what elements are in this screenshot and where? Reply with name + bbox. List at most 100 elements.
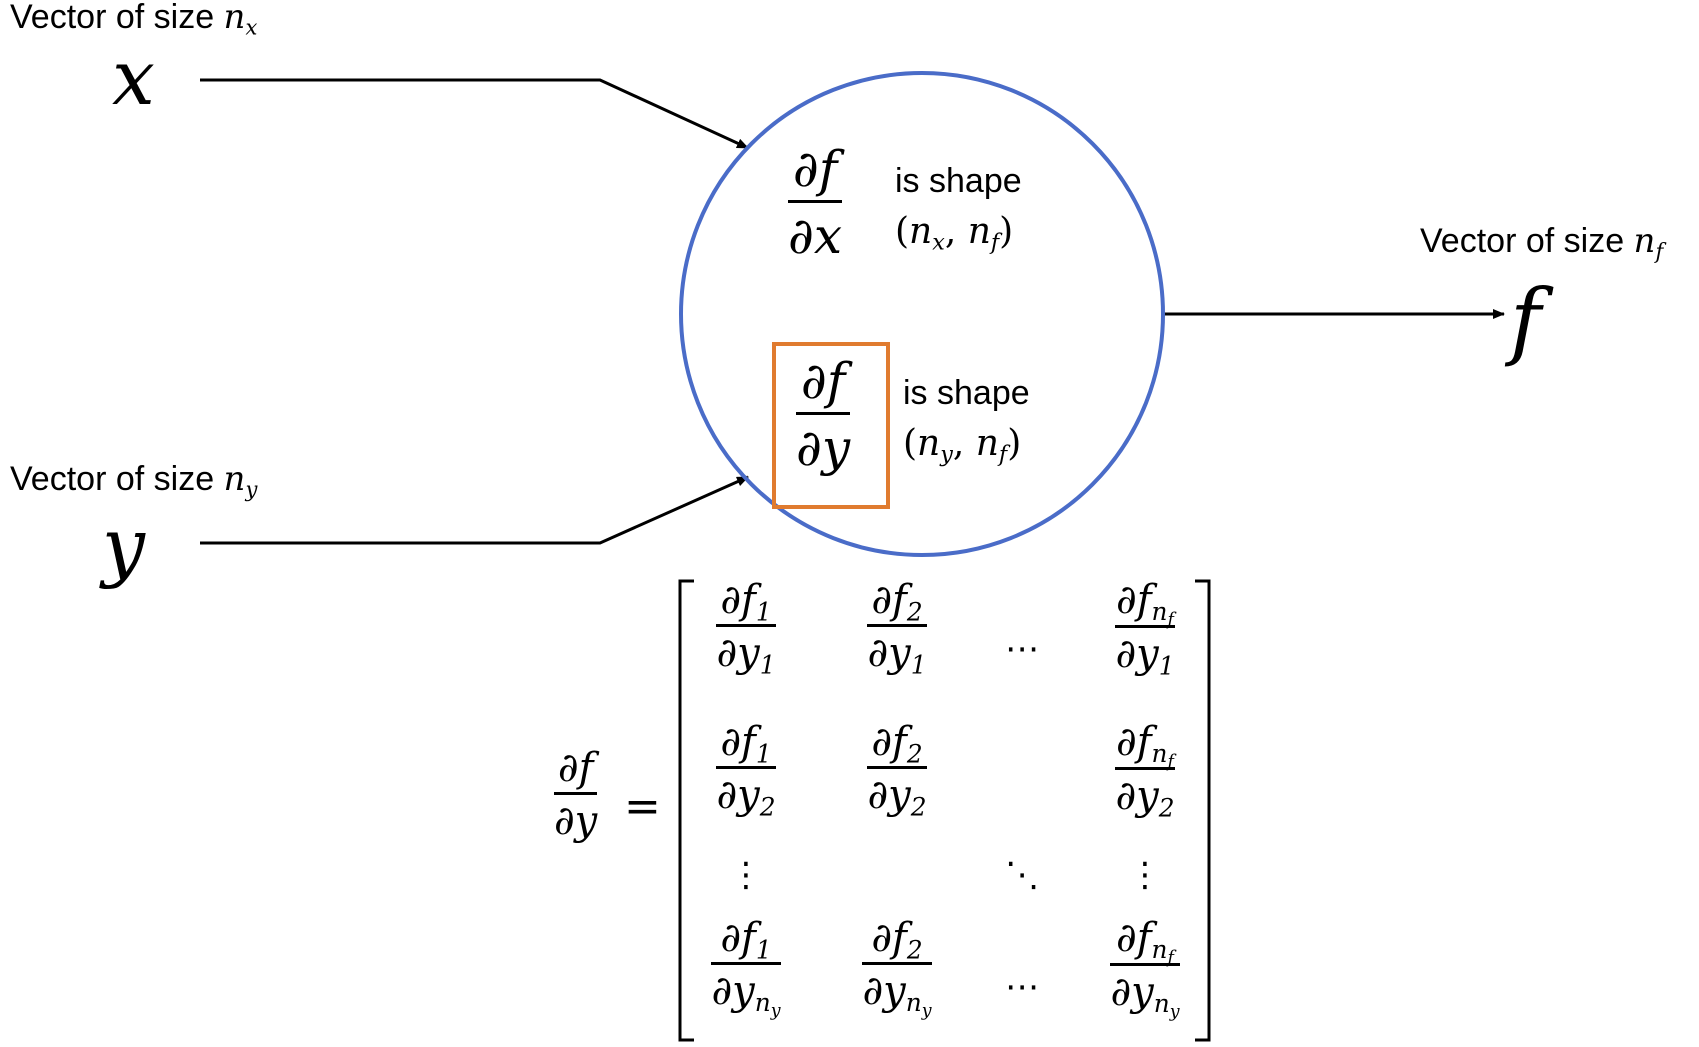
jacobian-cell-2-1: ∂f1∂y2: [716, 719, 776, 822]
dfdy-fraction: ∂f ∂y: [796, 352, 851, 477]
jacobian-cell-denominator: ∂y2: [716, 772, 776, 822]
jacobian-den-subscript: 1: [759, 650, 776, 680]
jacobian-lhs-denominator: ∂y: [554, 798, 598, 844]
dfdx-n2: n: [967, 211, 991, 252]
jacobian-cell-numerator: ∂f1: [720, 915, 772, 965]
jacobian-cell-denominator: ∂yny: [711, 968, 781, 1022]
dfdx-denominator: ∂x: [788, 207, 843, 265]
jacobian-den-subscript: ny: [1153, 989, 1180, 1023]
jacobian-num-subscript: 2: [906, 597, 923, 627]
jacobian-cell-numerator: ∂fnf: [1116, 915, 1174, 969]
jacobian-num-subscript: 1: [755, 597, 772, 627]
jacobian-cell-denominator: ∂yny: [862, 968, 932, 1022]
dfdy-n1: n: [917, 423, 941, 464]
jacobian-cell-1-3: ∂fnf∂y1: [1115, 577, 1175, 681]
jacobian-cell-denominator: ∂y1: [1115, 630, 1175, 681]
jacobian-cell-bar: [1115, 624, 1175, 628]
jacobian-cell-bar: [867, 766, 927, 769]
vdots-col-n: ⋮: [1128, 855, 1162, 895]
jacobian-cell-denominator: ∂y1: [716, 630, 776, 680]
jacobian-cell-numerator: ∂f1: [720, 577, 772, 627]
matrix-left-bracket: [678, 579, 694, 1042]
hdots-row-1: ⋯: [1005, 629, 1039, 669]
jacobian-num-subsubscript: f: [1167, 752, 1174, 773]
x-size-symbol: n: [223, 0, 246, 37]
jacobian-cell-3-2: ∂f2∂yny: [862, 915, 932, 1022]
hdots-row-n: ⋯: [1005, 967, 1039, 1007]
matrix-right-bracket: [1195, 579, 1211, 1042]
dfdx-fraction: ∂f ∂x: [788, 140, 843, 265]
jacobian-cell-bar: [716, 624, 776, 627]
jacobian-cell-bar: [862, 962, 932, 965]
jacobian-den-subscript: 2: [759, 792, 776, 822]
jacobian-cell-numerator: ∂fnf: [1116, 577, 1174, 631]
jacobian-cell-denominator: ∂y2: [1115, 772, 1175, 823]
jacobian-cell-bar: [711, 962, 781, 965]
dfdy-shape-tuple: (ny, nf): [903, 423, 1022, 466]
jacobian-cell-numerator: ∂f1: [720, 719, 772, 769]
jacobian-cell-3-1: ∂f1∂yny: [711, 915, 781, 1022]
jacobian-cell-denominator: ∂y2: [867, 772, 927, 822]
jacobian-cell-numerator: ∂f2: [871, 915, 923, 965]
jacobian-den-subscript: 2: [1158, 793, 1175, 823]
jacobian-cell-numerator: ∂f2: [871, 577, 923, 627]
x-size-text: Vector of size: [10, 0, 224, 36]
dfdx-s1: x: [932, 229, 945, 256]
dfdx-paren-close: ): [999, 211, 1014, 252]
dfdy-numerator: ∂f: [800, 352, 846, 410]
f-size-subscript: f: [1655, 238, 1664, 264]
dfdx-paren-open: (: [895, 211, 910, 252]
jacobian-den-subscript: 2: [910, 792, 927, 822]
jacobian-num-subscript: 1: [755, 739, 772, 769]
jacobian-num-subsubscript: f: [1167, 610, 1174, 631]
dfdx-shape-tuple: (nx, nf): [895, 211, 1014, 254]
dfdy-comma: ,: [952, 423, 976, 464]
dfdx-shape-text: is shape: [895, 162, 1022, 200]
jacobian-num-subscript: 1: [755, 935, 772, 965]
vdots-col-1: ⋮: [729, 855, 763, 895]
f-size-label: Vector of size nf: [1420, 221, 1663, 261]
x-variable: x: [112, 33, 155, 122]
x-input-arrow: [200, 78, 749, 150]
jacobian-lhs-bar: [554, 792, 598, 795]
jacobian-cell-3-3: ∂fnf∂yny: [1110, 915, 1180, 1023]
dfdy-shape-text: is shape: [903, 374, 1030, 412]
jacobian-den-subsubscript: y: [770, 1001, 781, 1022]
dfdy-paren-close: ): [1007, 423, 1022, 464]
jacobian-cell-denominator: ∂yny: [1110, 968, 1180, 1023]
f-size-symbol: n: [1633, 221, 1656, 261]
dfdy-s1: y: [940, 441, 953, 468]
jacobian-den-subscript: 1: [1158, 651, 1175, 681]
jacobian-den-subsubscript: y: [921, 1001, 932, 1022]
jacobian-num-subscript: nf: [1151, 739, 1174, 773]
dfdx-numerator: ∂f: [792, 140, 838, 198]
jacobian-den-subscript: ny: [905, 988, 932, 1022]
dfdx-bar: [788, 200, 843, 203]
y-size-label: Vector of size ny: [10, 459, 257, 499]
jacobian-num-subscript: nf: [1151, 935, 1174, 969]
y-size-subscript: y: [245, 476, 258, 502]
f-size-text: Vector of size: [1420, 222, 1634, 260]
jacobian-num-subscript: nf: [1151, 597, 1174, 631]
jacobian-cell-bar: [867, 624, 927, 627]
y-size-text: Vector of size: [10, 460, 224, 498]
y-input-arrow: [200, 475, 749, 545]
jacobian-cell-2-3: ∂fnf∂y2: [1115, 722, 1175, 823]
ddots: ⋱: [1005, 855, 1039, 895]
jacobian-cell-denominator: ∂y1: [867, 630, 927, 680]
dfdy-paren-open: (: [903, 423, 918, 464]
x-size-label: Vector of size nx: [10, 0, 257, 37]
jacobian-cell-bar: [1110, 962, 1180, 966]
jacobian-lhs-numerator: ∂f: [557, 745, 594, 791]
dfdy-denominator: ∂y: [796, 419, 851, 477]
dfdy-n2: n: [975, 423, 999, 464]
jacobian-cell-bar: [716, 766, 776, 769]
jacobian-den-subscript: 1: [910, 650, 927, 680]
y-size-symbol: n: [223, 459, 246, 499]
dfdx-comma: ,: [944, 211, 968, 252]
jacobian-num-subscript: 2: [906, 935, 923, 965]
function-node-circle: [679, 71, 1165, 557]
jacobian-num-subsubscript: f: [1167, 948, 1174, 969]
jacobian-lhs-fraction: ∂f ∂y: [554, 745, 598, 844]
